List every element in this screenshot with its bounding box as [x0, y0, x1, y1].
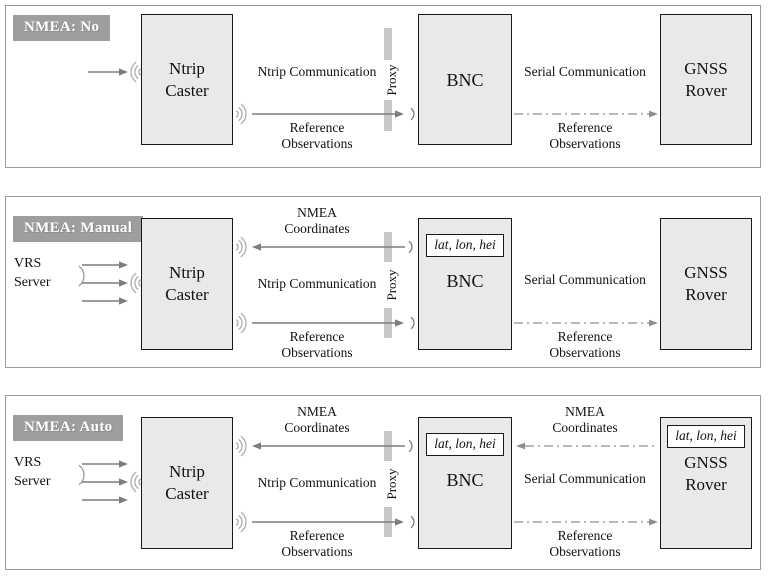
bnc-label: BNC	[446, 470, 484, 490]
lat-lon-hei-box: lat, lon, hei	[426, 234, 504, 257]
arrow-caster-to-bnc	[252, 316, 415, 330]
arrow-bnc-to-rover	[514, 110, 658, 118]
proxy-label: Proxy	[384, 468, 399, 500]
edge-label-ntrip-communication: Ntrip Communication	[257, 276, 377, 291]
arrows-vrs-to-caster	[82, 261, 128, 305]
arrow-caster-to-bnc	[252, 515, 415, 529]
edge-label-serial-communication: Serial Communication	[524, 471, 646, 486]
wifi-icon	[130, 272, 142, 294]
edge-label-ntrip-communication: Ntrip Communication	[257, 475, 377, 490]
bnc-label: BNC	[446, 271, 484, 291]
mode-label: NMEA: No	[13, 15, 111, 41]
arrow-bnc-to-rover	[514, 319, 658, 327]
mode-label: NMEA: Manual	[13, 216, 144, 242]
arrows-vrs-to-caster	[82, 460, 128, 504]
bnc-label: BNC	[446, 69, 484, 90]
edge-label-serial-communication: Serial Communication	[524, 272, 646, 287]
bnc-box: lat, lon, hei BNC	[418, 417, 512, 549]
lat-lon-hei-box: lat, lon, hei	[426, 433, 504, 456]
mode-label: NMEA: Auto	[13, 415, 124, 441]
edge-label-serial-communication: Serial Communication	[524, 64, 646, 79]
arrow-caster-to-bnc	[252, 107, 415, 121]
lat-lon-hei-box: lat, lon, hei	[667, 425, 745, 448]
proxy-label: Proxy	[384, 269, 399, 301]
bnc-box: lat, lon, hei BNC	[418, 218, 512, 350]
arrow-into-caster	[88, 68, 128, 76]
proxy-label: Proxy	[384, 64, 399, 96]
wifi-icon	[235, 435, 247, 457]
edge-label-ntrip-communication: Ntrip Communication	[257, 64, 377, 79]
wifi-icon	[130, 471, 142, 493]
bnc-box: BNC	[418, 14, 512, 145]
arrow-bnc-to-caster-nmea	[252, 439, 413, 453]
wifi-icon	[235, 236, 247, 258]
arrow-rover-to-bnc-nmea	[516, 442, 654, 450]
wifi-icon	[130, 61, 142, 83]
arrow-bnc-to-caster-nmea	[252, 240, 413, 254]
arrow-bnc-to-rover	[514, 518, 658, 526]
